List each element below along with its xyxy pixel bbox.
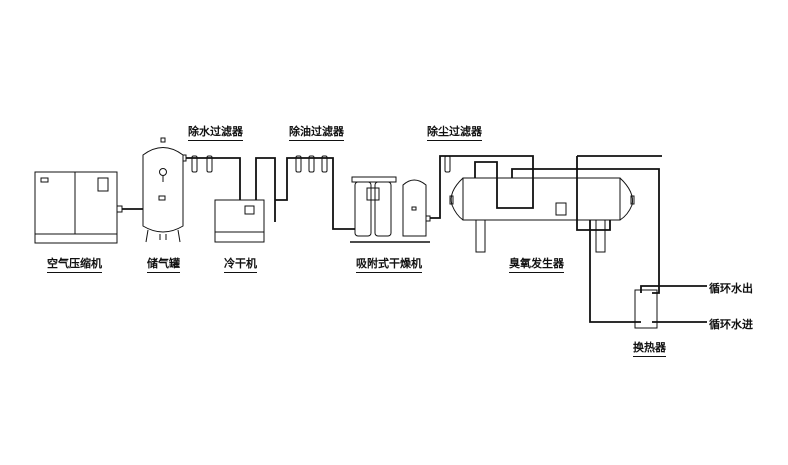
heat-exchanger bbox=[634, 289, 658, 329]
ozone-generator bbox=[449, 177, 635, 253]
adsorption-dryer-label: 吸附式干燥机 bbox=[356, 255, 422, 273]
cooling-water-out-label: 循环水出 bbox=[709, 282, 753, 295]
adsorption-dryer bbox=[350, 176, 431, 243]
cooling-water-in-label: 循环水进 bbox=[709, 318, 753, 331]
filters bbox=[191, 155, 451, 173]
water-filter-label: 除水过滤器 bbox=[188, 123, 243, 141]
ozone-generator-label: 臭氧发生器 bbox=[509, 255, 564, 273]
heat-exchanger-label: 换热器 bbox=[633, 339, 666, 357]
refrigerated-dryer bbox=[214, 199, 265, 243]
pipes bbox=[122, 155, 707, 323]
air-tank-label: 储气罐 bbox=[147, 255, 180, 273]
refrigerated-dryer-label: 冷干机 bbox=[224, 255, 257, 273]
air-compressor-label: 空气压缩机 bbox=[47, 255, 102, 273]
air-compressor bbox=[34, 171, 123, 244]
air-tank bbox=[142, 137, 187, 243]
oil-filter-label: 除油过滤器 bbox=[289, 123, 344, 141]
dust-filter-label: 除尘过滤器 bbox=[427, 123, 482, 141]
